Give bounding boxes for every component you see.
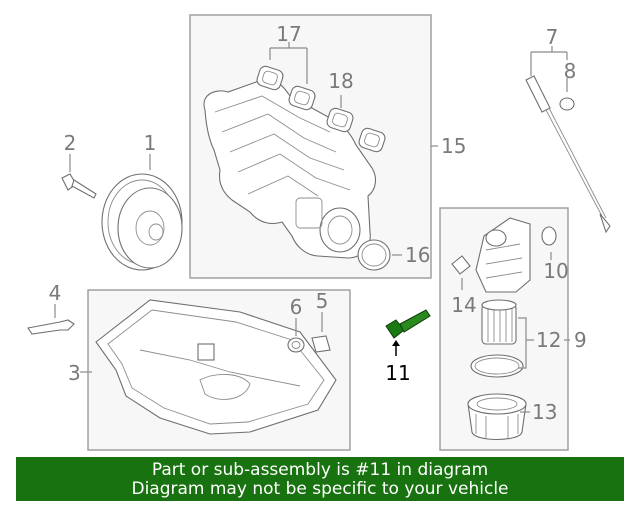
callout-6: 6 (290, 295, 303, 319)
highlighted-bolt-head[interactable] (385, 319, 405, 339)
oil-pan-part[interactable] (95, 299, 337, 435)
banner-line-1: Part or sub-assembly is #11 in diagram (151, 460, 489, 480)
dipstick-tip (599, 213, 611, 234)
intake-manifold-group: 17 18 16 15 (189, 14, 466, 279)
callout-2: 2 (64, 131, 77, 155)
highlighted-bolt-group: 11 (385, 309, 431, 385)
oil-pressure-sensor[interactable] (451, 255, 471, 275)
callout-12: 12 (536, 328, 561, 352)
callout-1: 1 (144, 131, 157, 155)
callout-10: 10 (543, 259, 568, 283)
callout-18: 18 (328, 69, 353, 93)
throttle-gasket[interactable] (357, 239, 391, 271)
dipstick-handle[interactable] (525, 75, 551, 113)
intake-gasket-2[interactable] (287, 85, 316, 111)
housing-o-ring[interactable] (541, 226, 557, 246)
callout-17: 17 (276, 22, 301, 46)
callout-13: 13 (532, 400, 557, 424)
intake-gasket-4[interactable] (357, 127, 386, 153)
dipstick-group: 7 8 (525, 25, 611, 234)
callout-11: 11 (385, 361, 410, 385)
callout-5: 5 (316, 289, 329, 313)
callout-9: 9 (574, 328, 587, 352)
callout-3: 3 (68, 361, 81, 385)
dipstick-o-ring[interactable] (559, 97, 575, 111)
oil-filter-group: 10 14 12 9 13 (439, 207, 587, 451)
sealant-tube[interactable] (27, 319, 75, 335)
highlighted-bolt-shank[interactable] (399, 309, 431, 333)
crank-pulley-group: 1 2 (61, 131, 183, 271)
callout-7: 7 (546, 25, 559, 49)
fitment-banner: Part or sub-assembly is #11 in diagram D… (16, 457, 624, 501)
banner-line-2: Diagram may not be specific to your vehi… (131, 479, 509, 499)
intake-gasket-3[interactable] (325, 107, 354, 133)
oil-pan-group: 3 6 5 (68, 289, 351, 451)
filter-cap-o-ring[interactable] (470, 354, 524, 378)
drain-plug[interactable] (311, 335, 331, 353)
drain-plug-seat (197, 343, 215, 361)
callout-16: 16 (405, 243, 430, 267)
callout-8: 8 (564, 59, 577, 83)
intake-gasket-1[interactable] (255, 65, 284, 91)
sealant-group: 4 (27, 281, 75, 335)
callout-4: 4 (49, 281, 62, 305)
drain-plug-washer[interactable] (287, 337, 305, 353)
callout-14: 14 (451, 293, 476, 317)
callout-15: 15 (441, 134, 466, 158)
pulley-bolt-shank (71, 179, 97, 199)
throttle-body-opening (319, 207, 361, 253)
